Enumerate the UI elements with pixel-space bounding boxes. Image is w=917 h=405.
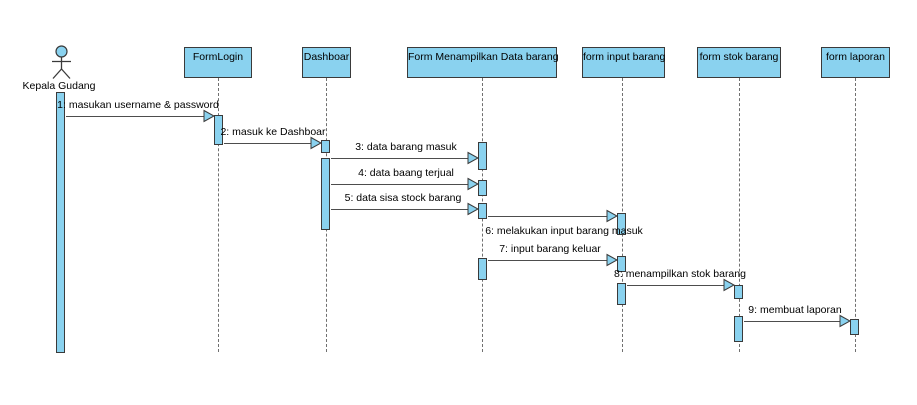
activation-bar [478, 203, 487, 219]
message-line [627, 285, 725, 286]
object-form-input-barang: form input barang [582, 47, 665, 78]
message-label: 7: input barang keluar [499, 243, 601, 255]
activation-bar [321, 140, 330, 153]
activation-bar [734, 316, 743, 342]
message-label: 1: masukan username & password [57, 99, 219, 111]
message-line [224, 143, 312, 144]
object-label: FormLogin [192, 51, 244, 63]
message-line [66, 116, 205, 117]
message-label: 4: data baang terjual [358, 167, 454, 179]
message-label: 8: menampilkan stok barang [614, 268, 746, 280]
activation-bar [617, 256, 626, 272]
object-label: Dashboar [303, 51, 350, 63]
arrowhead-icon [839, 314, 852, 328]
message-label: 5: data sisa stock barang [344, 192, 462, 204]
message-label: 3: data barang masuk [355, 141, 457, 153]
object-label: form input barang [583, 51, 666, 63]
arrowhead-icon [723, 278, 736, 292]
actor-icon [44, 40, 78, 81]
activation-bar [321, 158, 330, 230]
message-label: 6: melakukan input barang masuk [485, 225, 643, 237]
activation-bar [478, 258, 487, 280]
object-form-login: FormLogin [184, 47, 252, 78]
arrowhead-icon [203, 109, 216, 123]
object-form-menampilkan-data-barang: Form Menampilkan Data barang [407, 47, 559, 78]
arrowhead-icon [467, 151, 480, 165]
object-label: form stok barang [699, 51, 779, 63]
message-line [744, 321, 841, 322]
arrowhead-icon [467, 202, 480, 216]
arrowhead-icon [606, 253, 619, 267]
arrowhead-icon [310, 136, 323, 150]
arrowhead-icon [467, 177, 480, 191]
message-line [331, 158, 469, 159]
message-line [488, 260, 608, 261]
activation-bar [617, 213, 626, 235]
lifeline-form-stok-barang [739, 78, 740, 352]
activation-bar [56, 92, 65, 353]
activation-bar [734, 285, 743, 299]
object-label: form laporan [826, 51, 885, 63]
object-label: Form Menampilkan Data barang [408, 51, 559, 63]
activation-bar [478, 142, 487, 170]
activation-bar [617, 283, 626, 305]
activation-bar [850, 319, 859, 335]
message-line [331, 184, 469, 185]
arrowhead-icon [606, 209, 619, 223]
lifeline-form-laporan [855, 78, 856, 352]
message-label: 9: membuat laporan [748, 304, 842, 316]
object-form-stok-barang: form stok barang [697, 47, 781, 78]
object-form-laporan: form laporan [821, 47, 890, 78]
message-line [488, 216, 608, 217]
activation-bar [214, 115, 223, 145]
lifeline-form-login [218, 78, 219, 352]
actor-label: Kepala Gudang [22, 80, 96, 92]
message-line [331, 209, 469, 210]
message-label: 2: masuk ke Dashboar [220, 126, 326, 138]
activation-bar [478, 180, 487, 196]
object-dashboar: Dashboar [302, 47, 351, 78]
